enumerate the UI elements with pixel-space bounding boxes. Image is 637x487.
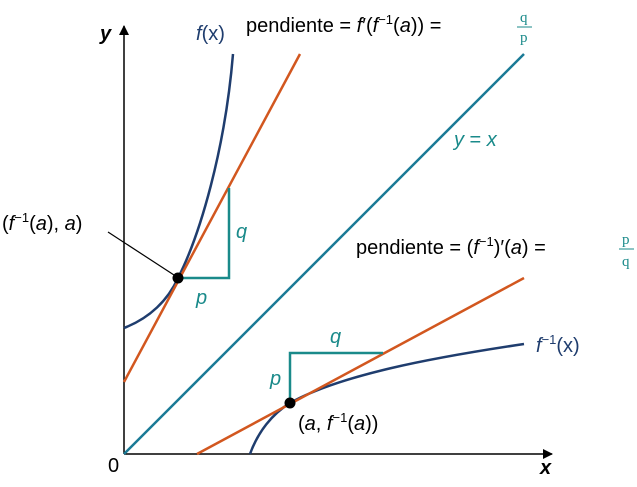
y-axis-label: y [99, 23, 112, 45]
triangle-bottom-run-label: q [330, 326, 341, 348]
tangent-line-f-inverse [196, 276, 525, 456]
slope-top-text: pendiente = f′(f−1(a)) = [246, 12, 441, 37]
point-top-label: (f−1(a), a) [2, 210, 82, 235]
point-top [172, 272, 184, 284]
origin-label: 0 [108, 455, 119, 477]
slope-top-frac-den: p [520, 30, 528, 46]
slope-triangle-bottom [288, 351, 383, 403]
tangent-line-f [122, 53, 302, 383]
point-bottom [284, 397, 296, 409]
x-axis-label: x [539, 457, 552, 479]
identity-line-label: y = x [452, 129, 498, 151]
slope-triangle-top [178, 188, 231, 280]
identity-line [123, 53, 525, 455]
slope-bottom-text: pendiente = (f−1)′(a) = [356, 234, 546, 259]
slope-top-frac-num: q [520, 10, 528, 26]
slope-bottom-frac-num: p [622, 232, 630, 248]
f-curve-label: f(x) [196, 23, 225, 45]
f-inverse-curve-label: f−1(x) [536, 332, 580, 357]
triangle-top-run-label: p [195, 287, 207, 309]
f-curve [123, 53, 235, 330]
triangle-top-rise-label: q [236, 221, 247, 243]
point-bottom-label: (a, f−1(a)) [298, 410, 378, 435]
triangle-bottom-rise-label: p [269, 368, 281, 390]
slope-bottom-frac-den: q [622, 254, 630, 270]
point-top-leader-line [107, 231, 175, 276]
